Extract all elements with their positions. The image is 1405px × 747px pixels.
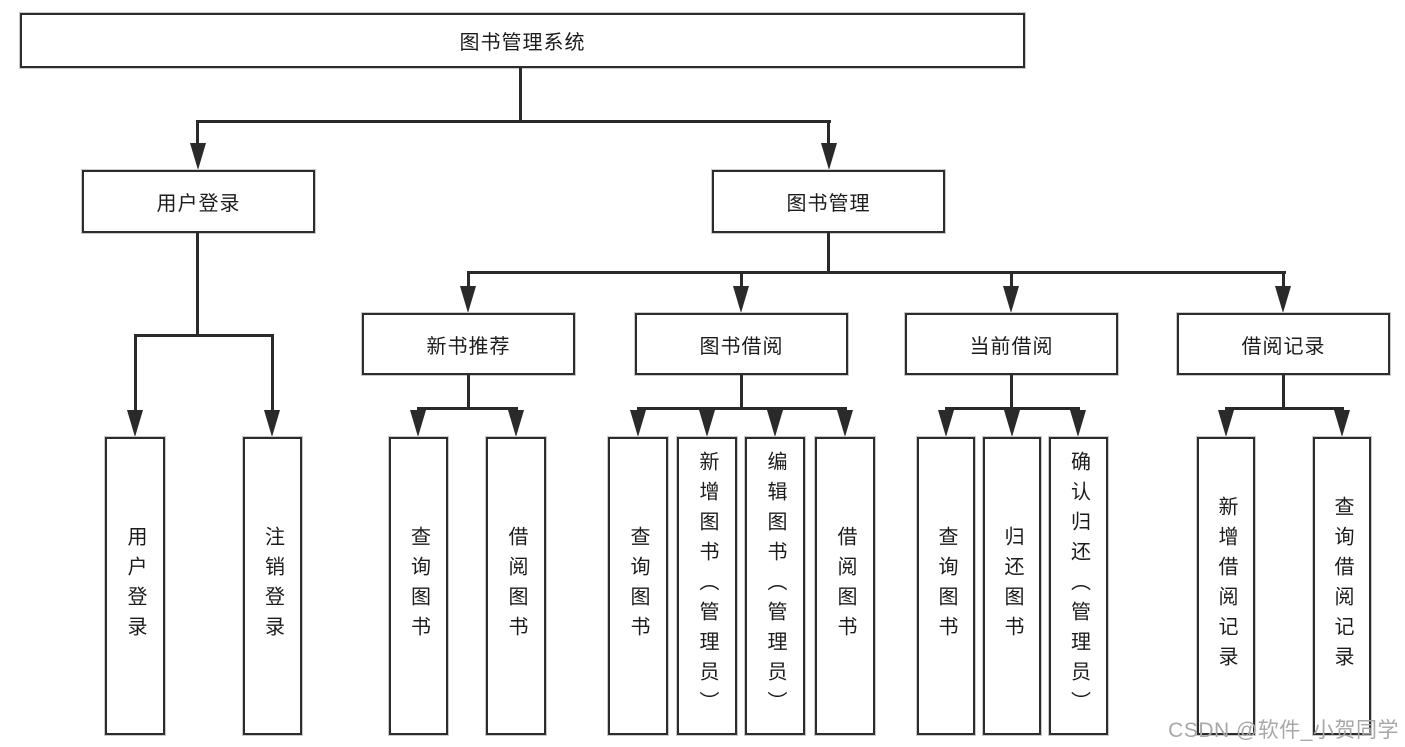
node-label: 新增图书（管理员） xyxy=(696,451,718,721)
edge-user-login-bus xyxy=(134,334,274,337)
arrow-down-icon xyxy=(410,410,426,437)
leaf-edit-book-admin: 编辑图书（管理员） xyxy=(745,437,805,735)
edge-user-login-drop xyxy=(196,233,199,336)
arrow-down-icon xyxy=(190,143,206,170)
arrow-down-icon xyxy=(264,410,280,437)
arrow-down-icon xyxy=(1070,410,1086,437)
csdn-watermark: CSDN @软件_小贺同学 xyxy=(1168,719,1399,742)
edge-to-current-borrow xyxy=(1010,271,1013,288)
node-label: 借阅图书 xyxy=(834,526,856,646)
node-label: 新增借阅记录 xyxy=(1215,496,1237,676)
edge-bus xyxy=(637,407,847,410)
leaf-logout: 注销登录 xyxy=(243,437,302,735)
edge-root-drop xyxy=(519,68,522,121)
arrow-down-icon xyxy=(1004,410,1020,437)
arrow-down-icon xyxy=(938,410,954,437)
node-current-borrow: 当前借阅 xyxy=(905,313,1118,375)
node-label: 查询图书 xyxy=(407,526,430,646)
leaf-confirm-return-admin: 确认归还（管理员） xyxy=(1049,437,1108,735)
edge-level2-bus xyxy=(196,120,831,123)
node-user-login: 用户登录 xyxy=(82,170,315,233)
edge-drop xyxy=(740,375,743,409)
arrow-down-icon xyxy=(508,410,524,437)
node-label: 查询图书 xyxy=(935,526,957,646)
edge-to-book-borrow xyxy=(740,271,743,288)
node-root-library-system: 图书管理系统 xyxy=(20,13,1025,68)
edge-drop xyxy=(467,375,470,409)
edge-to-book-management xyxy=(827,120,830,146)
edge-to-user-login xyxy=(196,120,199,146)
arrow-down-icon xyxy=(1334,410,1350,437)
leaf-query-books-current: 查询图书 xyxy=(917,437,975,735)
leaf-return-book: 归还图书 xyxy=(983,437,1041,735)
leaf-query-borrow-record: 查询借阅记录 xyxy=(1313,437,1371,735)
arrow-down-icon xyxy=(1003,286,1019,313)
node-label: 确认归还（管理员） xyxy=(1067,451,1090,721)
arrow-down-icon xyxy=(630,410,646,437)
node-label: 图书借阅 xyxy=(699,335,784,358)
arrow-down-icon xyxy=(699,410,715,437)
edge-drop xyxy=(1010,375,1013,409)
node-label: 用户登录 xyxy=(124,526,146,646)
leaf-add-book-admin: 新增图书（管理员） xyxy=(677,437,737,735)
edge-book-mgmt-drop xyxy=(827,233,830,273)
leaf-user-login: 用户登录 xyxy=(105,437,165,735)
node-borrow-record: 借阅记录 xyxy=(1177,313,1390,375)
arrow-down-icon xyxy=(767,410,783,437)
node-label: 用户登录 xyxy=(156,193,241,215)
edge-level3-bus xyxy=(467,271,1286,274)
edge-bus xyxy=(945,407,1080,410)
node-label: 借阅记录 xyxy=(1241,335,1326,358)
node-label: 当前借阅 xyxy=(969,335,1054,358)
leaf-query-books-recommend: 查询图书 xyxy=(389,437,448,735)
node-label: 归还图书 xyxy=(1001,526,1023,646)
arrow-down-icon xyxy=(1275,286,1291,313)
leaf-borrow-books: 借阅图书 xyxy=(815,437,875,735)
node-label: 编辑图书（管理员） xyxy=(764,451,786,721)
node-new-book-recommend: 新书推荐 xyxy=(362,313,575,375)
arrow-down-icon xyxy=(837,410,853,437)
node-label: 借阅图书 xyxy=(505,526,527,646)
leaf-query-books-borrow: 查询图书 xyxy=(608,437,668,735)
node-label: 图书管理 xyxy=(786,193,871,215)
node-book-management: 图书管理 xyxy=(712,170,945,233)
node-label: 查询借阅记录 xyxy=(1331,496,1353,676)
edge-to-borrow-record xyxy=(1282,271,1285,288)
arrow-down-icon xyxy=(1218,410,1234,437)
edge-bus xyxy=(1225,407,1344,410)
edge-to-leaf xyxy=(134,334,137,412)
node-label: 注销登录 xyxy=(261,526,284,646)
arrow-down-icon xyxy=(821,143,837,170)
node-label: 新书推荐 xyxy=(426,335,511,358)
arrow-down-icon xyxy=(733,286,749,313)
edge-to-new-book xyxy=(467,271,470,288)
edge-bus xyxy=(417,407,518,410)
arrow-down-icon xyxy=(460,286,476,313)
node-book-borrow: 图书借阅 xyxy=(635,313,848,375)
leaf-borrow-books-recommend: 借阅图书 xyxy=(486,437,546,735)
node-label: 图书管理系统 xyxy=(459,32,586,54)
leaf-add-borrow-record: 新增借阅记录 xyxy=(1197,437,1255,735)
edge-drop xyxy=(1282,375,1285,409)
edge-to-leaf xyxy=(271,334,274,412)
node-label: 查询图书 xyxy=(627,526,649,646)
arrow-down-icon xyxy=(127,410,143,437)
